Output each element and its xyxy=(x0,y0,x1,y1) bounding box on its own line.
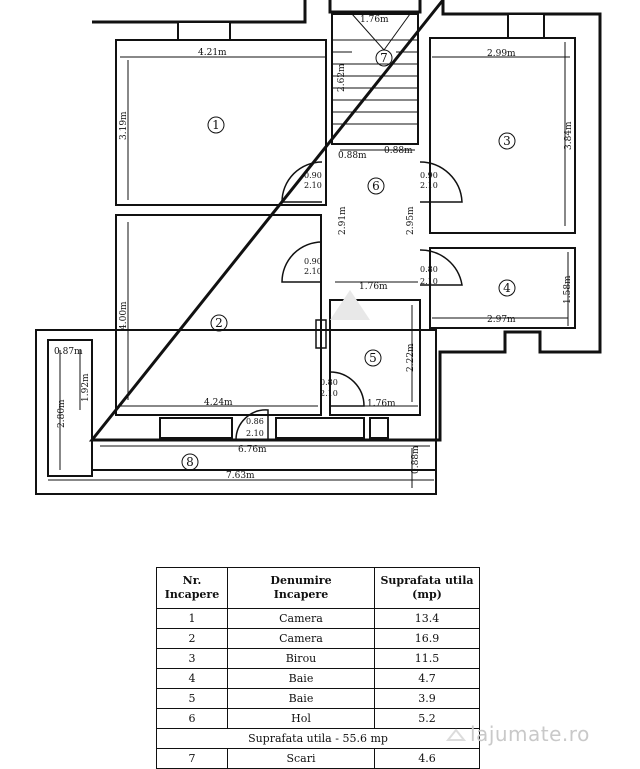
dim-terrace-right: 0.88m xyxy=(411,445,421,474)
dim-r5-width: 1.76m xyxy=(367,399,396,409)
header-nr: Nr. Incapere xyxy=(156,567,228,609)
header-area: Suprafata utila (mp) xyxy=(374,567,480,609)
header-name: Denumire Incapere xyxy=(227,567,375,609)
cell-name: Scari xyxy=(227,748,375,769)
dim-r4-width: 2.97m xyxy=(487,315,516,325)
dim-hall-bottom: 1.76m xyxy=(359,282,388,292)
watermark-text: lajumate.ro xyxy=(470,722,590,746)
door-label-1a: 0.90 xyxy=(304,171,322,180)
cell-name: Baie xyxy=(227,668,375,689)
dim-hall-h1: 2.91m xyxy=(338,206,348,235)
dim-terrace-h2: 2.80m xyxy=(57,399,67,428)
dim-stair-width: 1.76m xyxy=(360,15,389,25)
cell-area: 4.6 xyxy=(374,748,480,769)
dim-overall-inner: 6.76m xyxy=(238,445,267,455)
dim-terrace-w1: 0.87m xyxy=(54,347,83,357)
room-number-5: 5 xyxy=(369,351,377,365)
cell-name: Camera xyxy=(227,628,375,649)
door-label-2a: 0.90 xyxy=(420,171,438,180)
room-number-3: 3 xyxy=(503,134,511,148)
cell-nr: 6 xyxy=(156,708,228,729)
door-label-4b: 2.10 xyxy=(420,277,438,286)
dim-terrace-h1: 1.92m xyxy=(81,373,91,402)
dim-r5-height: 2.22m xyxy=(406,343,416,372)
door-label-3a: 0.90 xyxy=(304,257,322,266)
cell-name: Birou xyxy=(227,648,375,669)
header-nr-text: Nr. Incapere xyxy=(164,574,220,601)
table-header-row: Nr. Incapere Denumire Incapere Suprafata… xyxy=(156,567,480,609)
summary-cell: Suprafata utila - 55.6 mp xyxy=(156,728,480,749)
dim-stair-right: 0.88m xyxy=(384,146,413,156)
cell-area: 13.4 xyxy=(374,608,480,629)
door-label-5b: 2.10 xyxy=(320,389,338,398)
cell-nr: 3 xyxy=(156,648,228,669)
watermark-logo-icon xyxy=(446,728,466,741)
dim-r4-height: 1.58m xyxy=(563,275,573,304)
dim-r1-width: 4.21m xyxy=(198,48,227,58)
room-number-1: 1 xyxy=(212,118,220,132)
room-number-2: 2 xyxy=(215,316,223,330)
dim-stair-height: 2.62m xyxy=(337,63,347,92)
door-label-5a: 0.80 xyxy=(320,378,338,387)
door-label-4a: 0.80 xyxy=(420,265,438,274)
door-label-6a: 0.86 xyxy=(246,417,264,426)
room-number-8: 8 xyxy=(186,455,194,469)
table-summary-row: Suprafata utila - 55.6 mp xyxy=(156,728,480,749)
header-name-text: Denumire Incapere xyxy=(270,574,332,601)
cell-area: 11.5 xyxy=(374,648,480,669)
cell-name: Baie xyxy=(227,688,375,709)
room-area-table: Nr. Incapere Denumire Incapere Suprafata… xyxy=(156,567,480,769)
dim-r3-width: 2.99m xyxy=(487,49,516,59)
door-label-3b: 2.10 xyxy=(304,267,322,276)
dim-r3-height: 3.84m xyxy=(564,121,574,150)
door-label-1b: 2.10 xyxy=(304,181,322,190)
dim-r1-height: 3.19m xyxy=(119,111,129,140)
cell-area: 16.9 xyxy=(374,628,480,649)
cell-nr: 5 xyxy=(156,688,228,709)
cell-area: 4.7 xyxy=(374,668,480,689)
room-area-table-wrapper: Nr. Incapere Denumire Incapere Suprafata… xyxy=(156,567,480,769)
door-label-2b: 2.10 xyxy=(420,181,438,190)
cell-area: 3.9 xyxy=(374,688,480,709)
header-area-text: Suprafata utila (mp) xyxy=(380,574,474,601)
dim-overall-outer: 7.63m xyxy=(226,471,255,481)
cell-name: Camera xyxy=(227,608,375,629)
cell-nr: 4 xyxy=(156,668,228,689)
cell-nr: 2 xyxy=(156,628,228,649)
cell-nr: 1 xyxy=(156,608,228,629)
floor-plan: 1 2 3 4 5 6 7 8 4.21m 3.19m 1.76m 2.62m … xyxy=(35,0,602,495)
dim-hall-h2: 2.95m xyxy=(406,206,416,235)
room-number-7: 7 xyxy=(380,51,388,65)
cell-name: Hol xyxy=(227,708,375,729)
room-number-6: 6 xyxy=(372,179,380,193)
cell-nr: 7 xyxy=(156,748,228,769)
room-number-4: 4 xyxy=(503,281,511,295)
dim-r2-width: 4.24m xyxy=(204,398,233,408)
door-label-6b: 2.10 xyxy=(246,429,264,438)
dim-r2-height: 4.00m xyxy=(119,301,129,330)
dim-stair-left: 0.88m xyxy=(338,151,367,161)
